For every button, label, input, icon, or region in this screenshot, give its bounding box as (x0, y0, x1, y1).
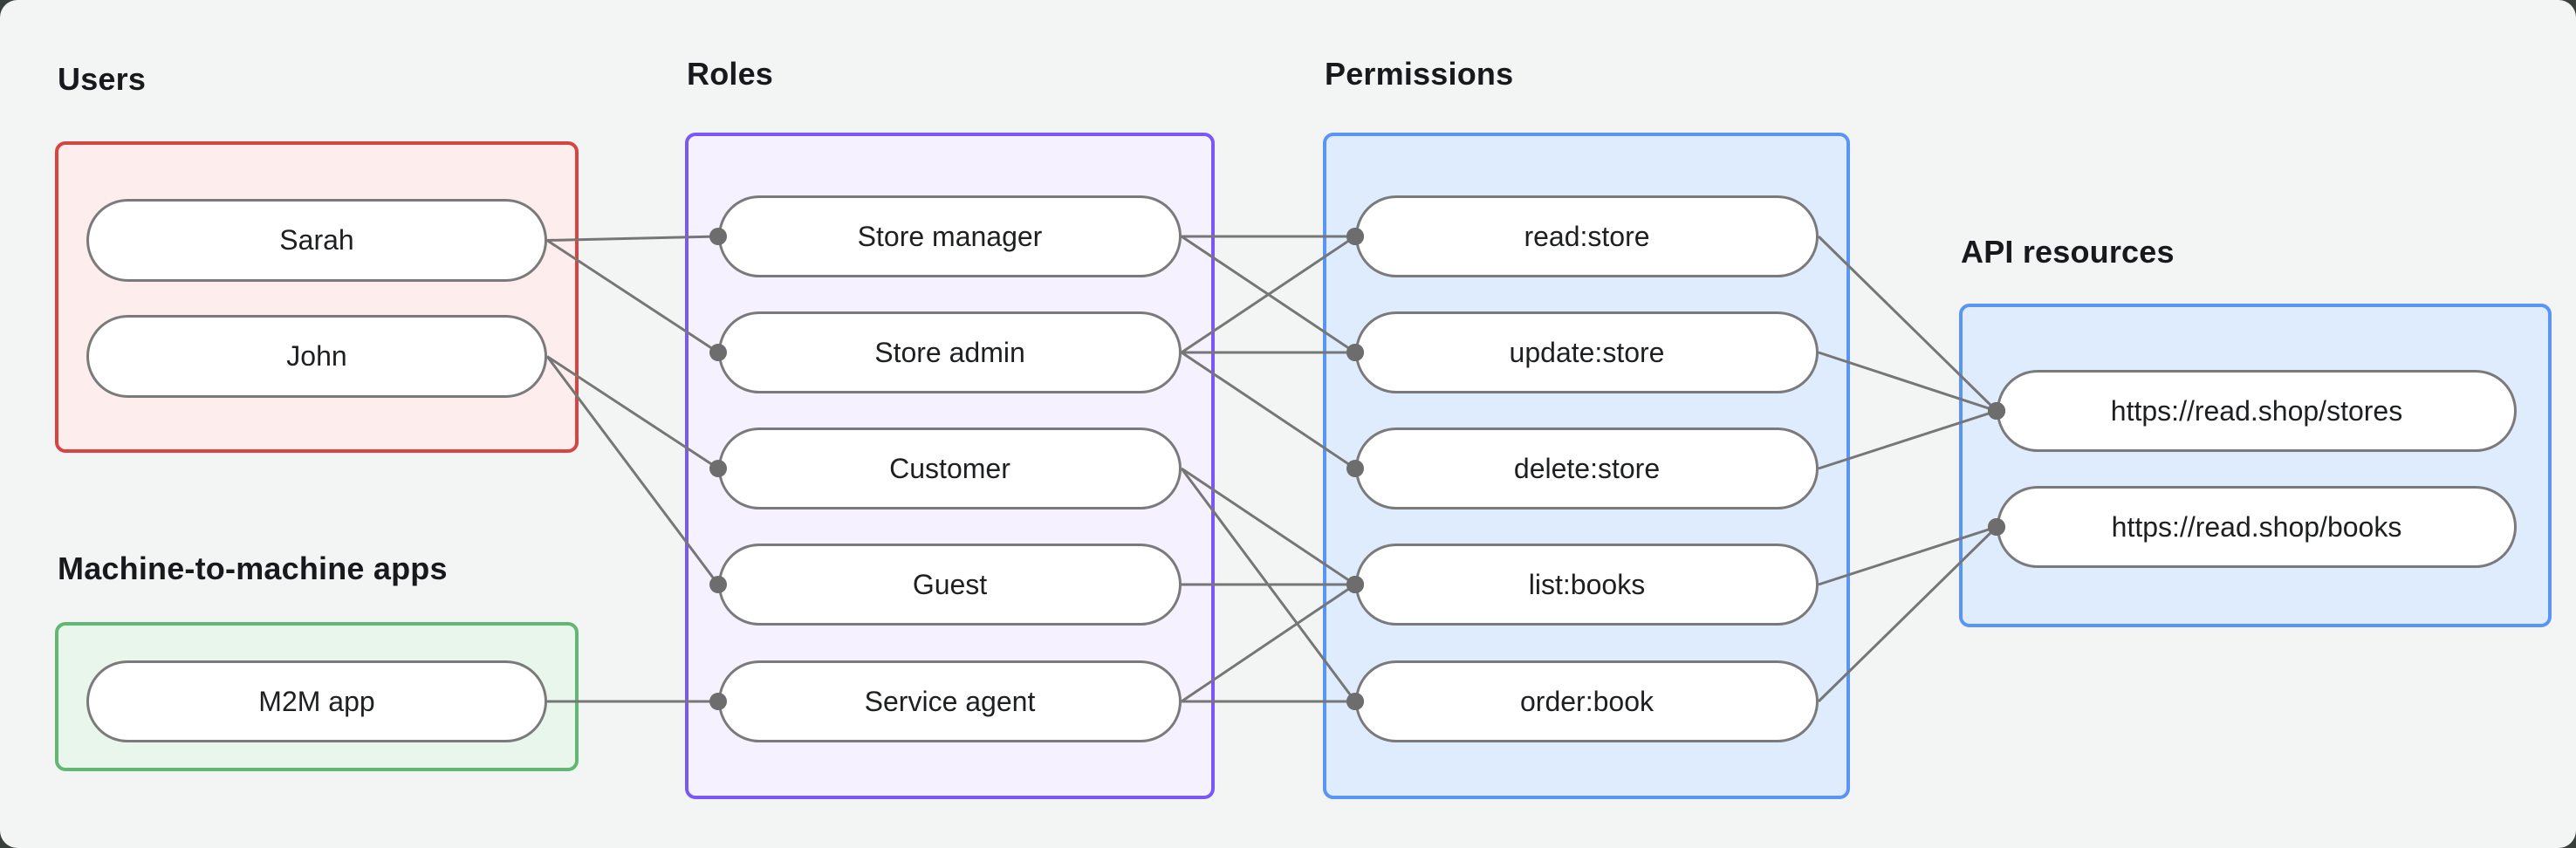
users-group-box (55, 141, 579, 453)
node-user-john: John (86, 315, 547, 398)
node-m2m-app: M2M app (86, 660, 547, 742)
node-api-books: https://read.shop/books (1997, 486, 2517, 568)
node-perm-list-books: list:books (1355, 544, 1819, 626)
node-role-customer: Customer (718, 427, 1182, 509)
node-perm-delete-store: delete:store (1355, 427, 1819, 509)
permissions-section-label: Permissions (1325, 56, 1514, 92)
node-api-stores: https://read.shop/stores (1997, 370, 2517, 452)
node-perm-read-store: read:store (1355, 195, 1819, 277)
node-role-service-agent: Service agent (718, 660, 1182, 742)
node-perm-update-store: update:store (1355, 311, 1819, 393)
m2m-section-label: Machine-to-machine apps (58, 551, 448, 586)
roles-section-label: Roles (687, 56, 774, 92)
node-perm-order-book: order:book (1355, 660, 1819, 742)
node-user-sarah: Sarah (86, 199, 547, 282)
api-resources-group-box (1959, 304, 2552, 627)
node-role-store-manager: Store manager (718, 195, 1182, 277)
node-role-guest: Guest (718, 544, 1182, 626)
node-role-store-admin: Store admin (718, 311, 1182, 393)
api-resources-section-label: API resources (1961, 234, 2175, 270)
users-section-label: Users (58, 61, 147, 97)
